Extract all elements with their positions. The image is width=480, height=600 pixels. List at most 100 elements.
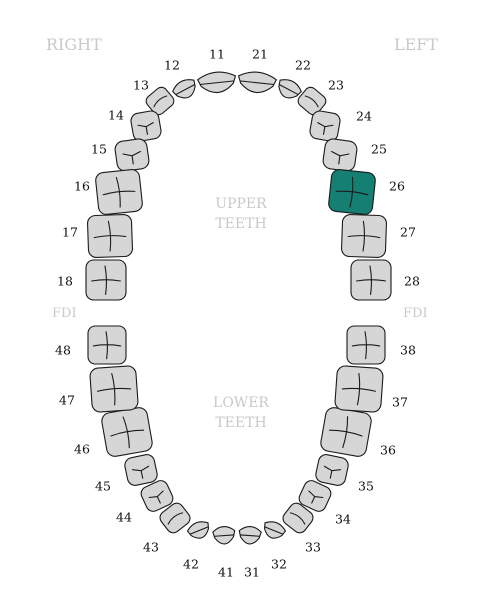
tooth-36[interactable] — [320, 406, 373, 457]
tooth-31[interactable] — [238, 526, 262, 545]
tooth-47-groove — [97, 373, 132, 406]
tooth-15-groove — [122, 150, 141, 165]
tooth-25-crown — [322, 138, 358, 172]
tooth-35-crown — [315, 454, 349, 486]
tooth-43[interactable] — [157, 501, 192, 536]
tooth-25-groove — [331, 150, 350, 165]
tooth-number-44: 44 — [116, 510, 132, 525]
tooth-37[interactable] — [334, 365, 384, 413]
tooth-46[interactable] — [101, 406, 154, 457]
teeth-group — [85, 70, 392, 545]
right-side-label: RIGHT — [46, 35, 102, 54]
tooth-18-groove — [91, 265, 121, 295]
tooth-25[interactable] — [322, 138, 358, 172]
tooth-number-36: 36 — [380, 443, 396, 458]
tooth-24[interactable] — [309, 110, 341, 142]
tooth-13[interactable] — [144, 85, 177, 117]
tooth-number-11: 11 — [209, 47, 225, 62]
tooth-26-groove — [335, 176, 369, 208]
tooth-45[interactable] — [123, 453, 158, 487]
tooth-number-48: 48 — [55, 343, 71, 358]
tooth-23-groove — [304, 95, 319, 108]
tooth-44-groove — [148, 490, 164, 504]
tooth-28[interactable] — [350, 259, 392, 301]
upper-teeth-label-line2: TEETH — [215, 216, 266, 232]
tooth-number-25: 25 — [371, 142, 387, 157]
tooth-number-18: 18 — [57, 274, 73, 289]
tooth-44[interactable] — [139, 478, 175, 513]
tooth-number-43: 43 — [143, 540, 159, 555]
tooth-31-groove — [240, 534, 260, 537]
tooth-45-groove — [131, 465, 150, 479]
tooth-27[interactable] — [341, 213, 387, 259]
tooth-42-crown — [186, 521, 210, 539]
tooth-32[interactable] — [261, 519, 287, 542]
tooth-number-13: 13 — [133, 78, 149, 93]
tooth-41-groove — [214, 534, 234, 537]
tooth-18[interactable] — [85, 259, 127, 301]
tooth-47[interactable] — [89, 365, 139, 413]
tooth-number-41: 41 — [218, 565, 234, 580]
tooth-33[interactable] — [280, 501, 315, 536]
tooth-23[interactable] — [296, 85, 329, 117]
fdi-label-left: FDI — [52, 306, 77, 321]
tooth-37-groove — [341, 373, 376, 406]
tooth-12-groove — [175, 84, 195, 95]
tooth-21[interactable] — [237, 70, 278, 94]
tooth-48[interactable] — [87, 325, 127, 365]
tooth-42[interactable] — [186, 519, 212, 542]
tooth-34[interactable] — [297, 478, 333, 513]
tooth-number-24: 24 — [356, 109, 372, 124]
tooth-22[interactable] — [274, 76, 303, 103]
tooth-number-31: 31 — [244, 565, 260, 580]
lower-teeth-label-line1: LOWER — [213, 395, 269, 411]
tooth-48-groove — [92, 331, 122, 360]
tooth-22-groove — [279, 84, 299, 95]
tooth-12[interactable] — [170, 76, 199, 103]
tooth-36-groove — [328, 416, 363, 449]
tooth-14[interactable] — [130, 110, 162, 142]
tooth-38[interactable] — [346, 325, 386, 365]
fdi-label-right: FDI — [403, 306, 428, 321]
tooth-44-crown — [140, 480, 174, 512]
tooth-numbers-group: 1112131415161718212223242526272831323334… — [55, 47, 420, 580]
tooth-13-crown — [145, 86, 175, 116]
tooth-number-15: 15 — [91, 142, 107, 157]
tooth-11[interactable] — [196, 70, 237, 94]
tooth-28-groove — [356, 265, 386, 295]
tooth-26[interactable] — [328, 169, 376, 215]
tooth-number-12: 12 — [164, 58, 180, 73]
tooth-11-groove — [200, 80, 234, 85]
tooth-number-23: 23 — [328, 78, 344, 93]
tooth-number-37: 37 — [392, 395, 408, 410]
tooth-33-groove — [289, 512, 306, 525]
tooth-number-28: 28 — [404, 274, 420, 289]
tooth-14-groove — [137, 122, 154, 135]
tooth-35[interactable] — [314, 453, 349, 487]
tooth-number-14: 14 — [108, 108, 124, 123]
left-side-label: LEFT — [394, 35, 438, 54]
tooth-14-crown — [130, 110, 162, 142]
upper-teeth-label-line1: UPPER — [215, 196, 267, 212]
tooth-number-27: 27 — [400, 225, 416, 240]
tooth-number-32: 32 — [271, 557, 287, 572]
tooth-35-groove — [323, 465, 342, 479]
tooth-41[interactable] — [212, 526, 236, 545]
tooth-15-crown — [114, 138, 150, 172]
tooth-17[interactable] — [87, 213, 133, 259]
tooth-24-crown — [309, 110, 341, 142]
tooth-34-crown — [298, 480, 332, 512]
tooth-34-groove — [308, 490, 324, 504]
tooth-24-groove — [317, 122, 334, 135]
tooth-number-38: 38 — [400, 343, 416, 358]
tooth-number-46: 46 — [74, 442, 90, 457]
tooth-17-groove — [93, 220, 127, 252]
tooth-23-crown — [297, 86, 327, 116]
tooth-43-groove — [167, 512, 184, 525]
tooth-16-groove — [102, 176, 136, 208]
tooth-15[interactable] — [114, 138, 150, 172]
tooth-16[interactable] — [95, 169, 143, 215]
tooth-38-groove — [351, 331, 381, 360]
tooth-number-35: 35 — [358, 479, 374, 494]
